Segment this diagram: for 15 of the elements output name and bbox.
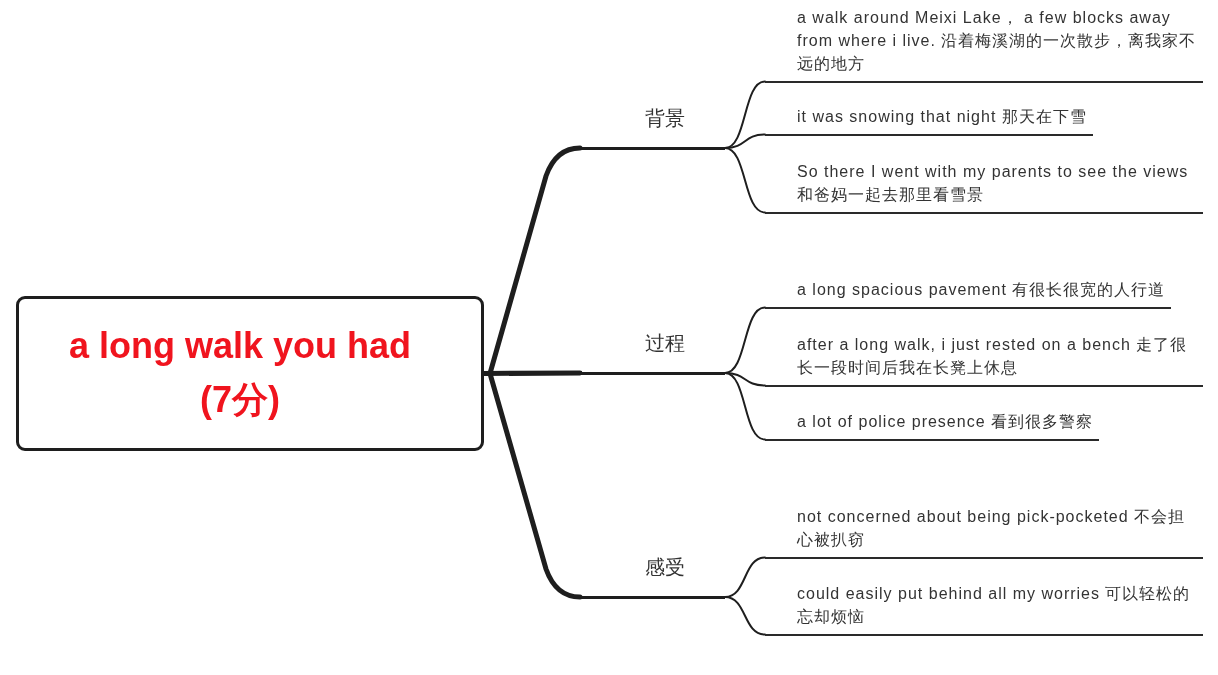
- subtopic-item: it was snowing that night 那天在下雪: [765, 105, 1093, 136]
- subtopic-item: after a long walk, i just rested on a bench 走了很长一段时间后我在长凳上休息: [765, 333, 1203, 387]
- subtopic-item: a long spacious pavement 有很长很宽的人行道: [765, 278, 1172, 309]
- branch-line: [724, 596, 766, 636]
- subtopic-item: could easily put behind all my worries 可以轻松的忘却烦恼: [765, 582, 1203, 636]
- subtopic-item: a walk around Meixi Lake， a few blocks away from where i live. 沿着梅溪湖的一次散步，离我家不远的地方: [765, 6, 1203, 83]
- branch-topic: 背景: [580, 104, 725, 150]
- branch-line: [724, 147, 766, 214]
- central-topic-box: a long walk you had (7分): [16, 296, 484, 451]
- subtopic-item: a lot of police presence 看到很多警察: [765, 410, 1099, 441]
- branch-line: [724, 372, 766, 441]
- subtopic-item: not concerned about being pick-pocketed 不会担心被扒窃: [765, 505, 1203, 559]
- branch-topic: 过程: [580, 329, 725, 375]
- branch-topic: 感受: [580, 553, 725, 599]
- subtopic-item: So there I went with my parents to see the views 和爸妈一起去那里看雪景: [765, 160, 1203, 214]
